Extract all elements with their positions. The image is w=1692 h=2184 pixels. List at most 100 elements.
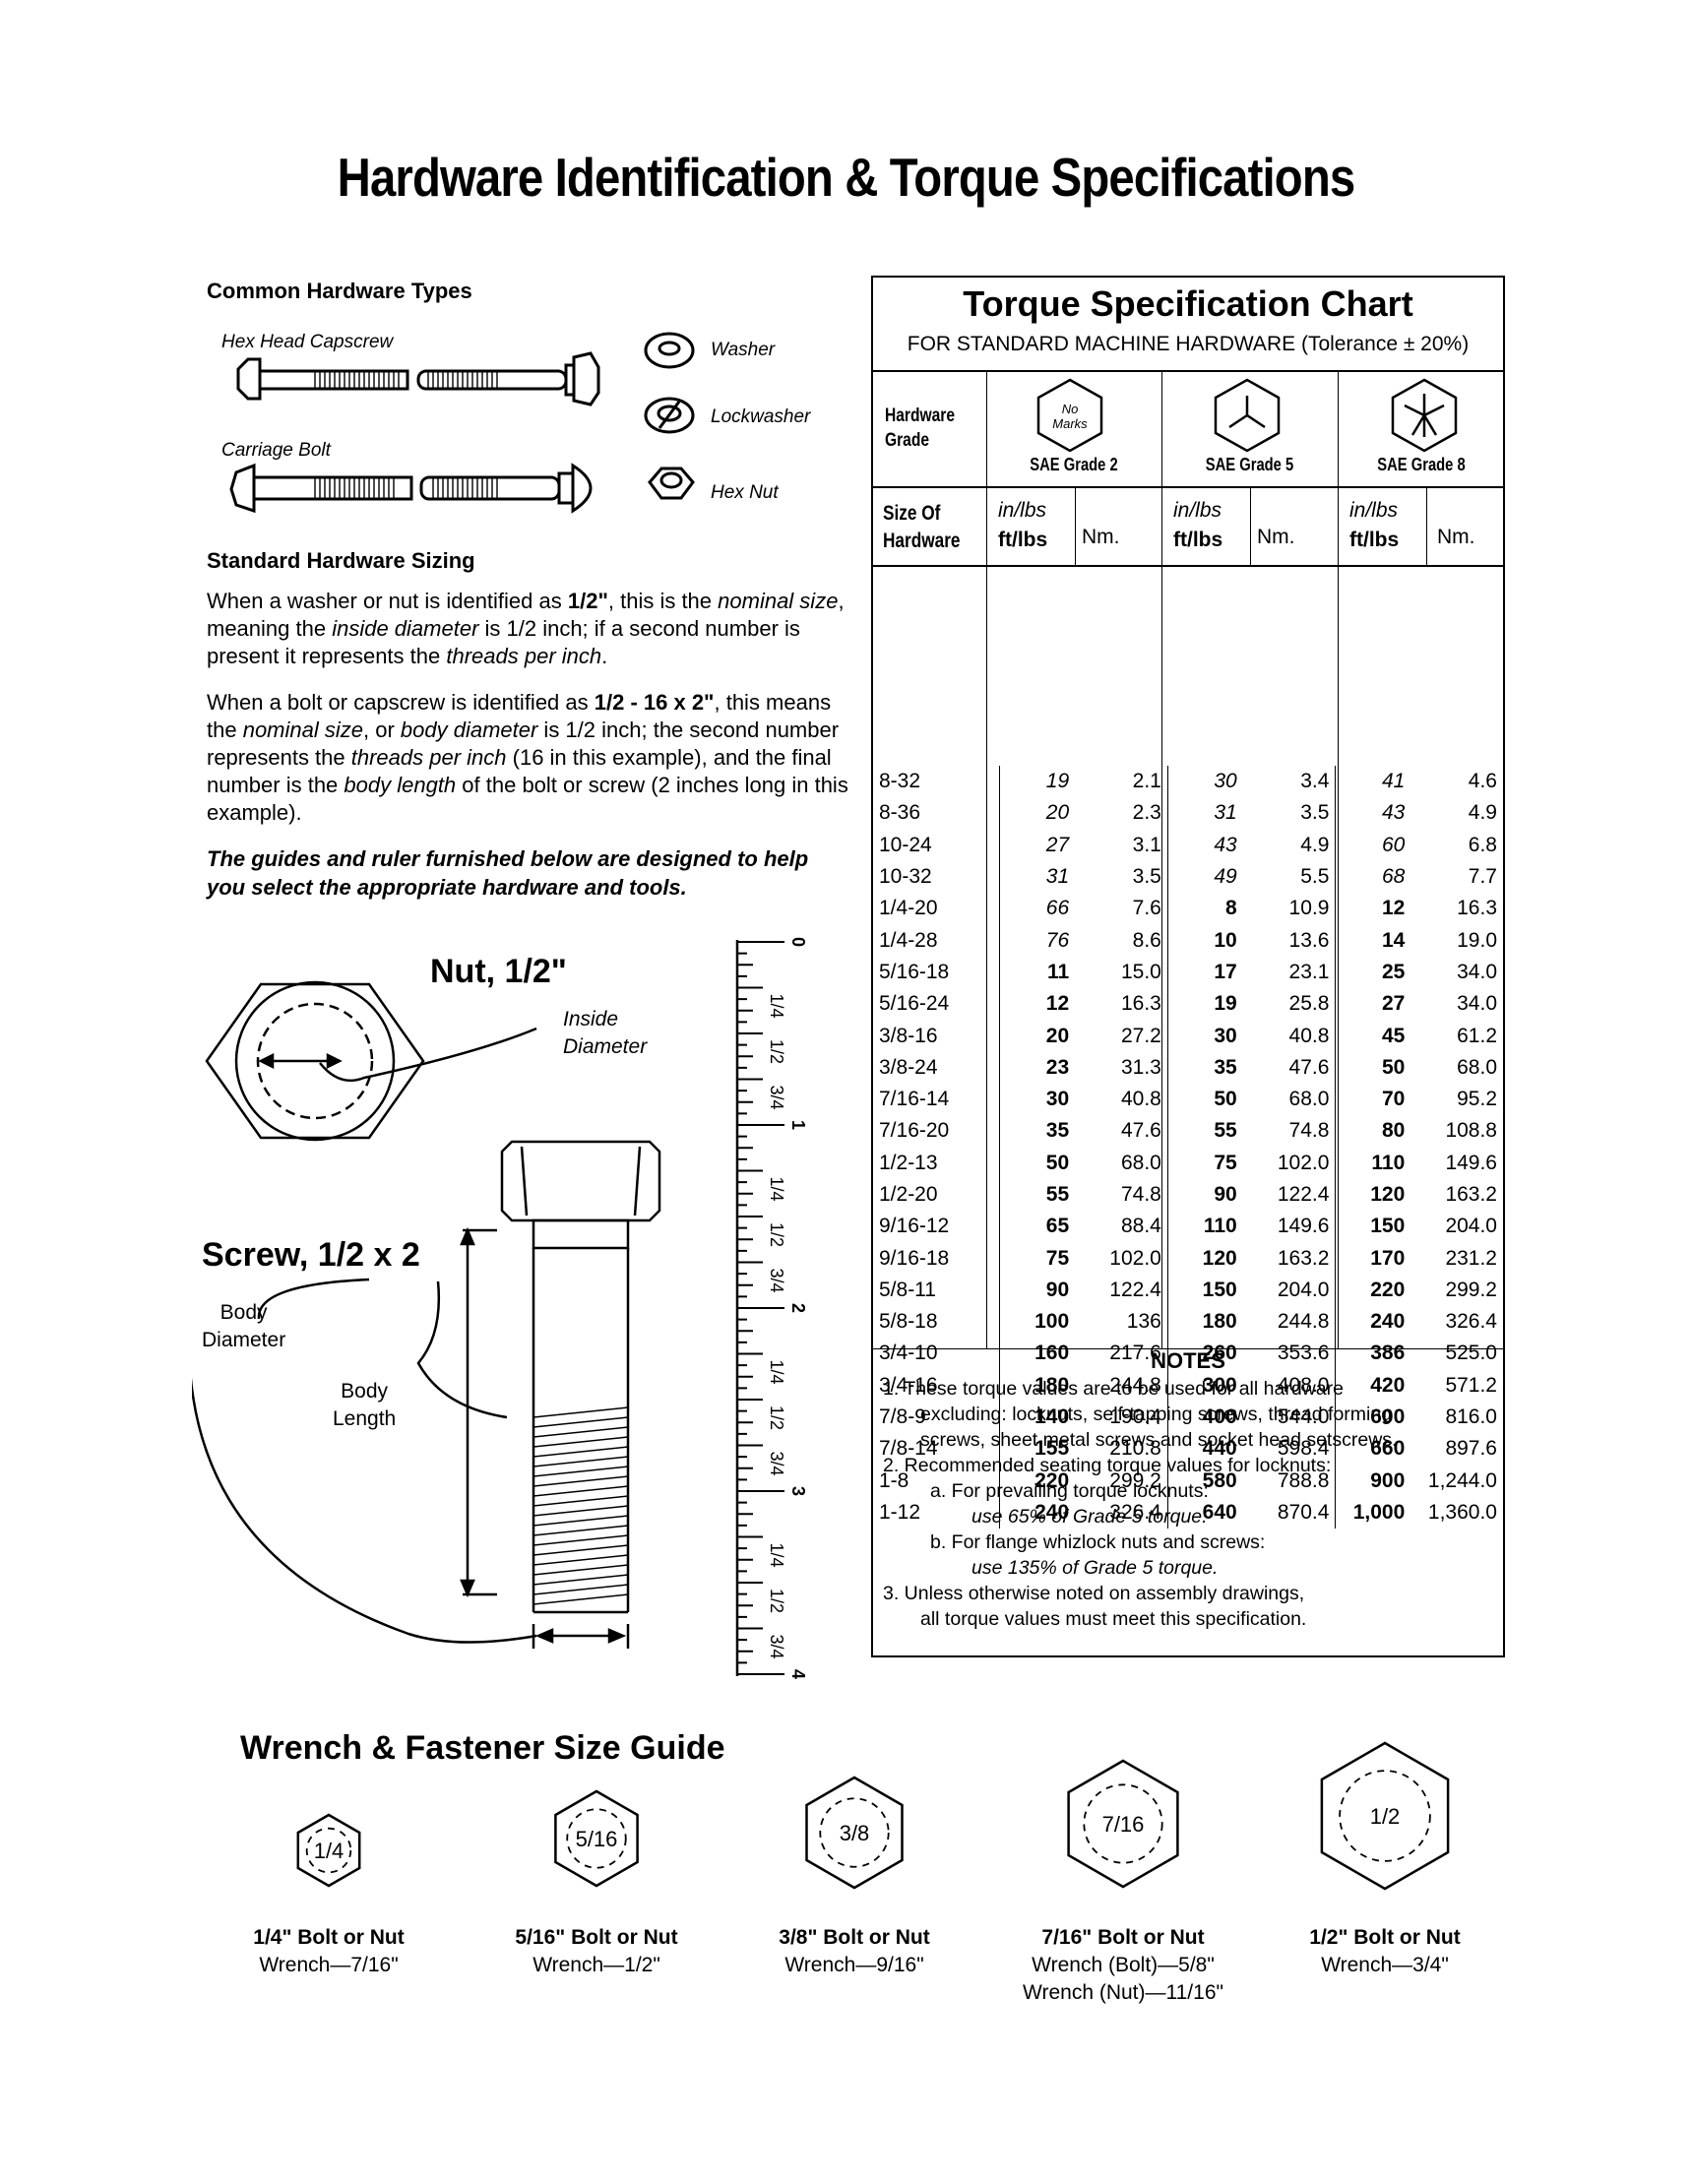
table-cell-g5nm: 74.8	[1288, 1119, 1330, 1143]
table-cell-g8: 80	[1335, 1115, 1411, 1148]
table-cell-g8nm: 163.2	[1445, 1183, 1497, 1206]
svg-text:No: No	[1062, 402, 1079, 416]
table-cell-g2: 66	[999, 893, 1076, 925]
hardware-types-illustration	[229, 351, 600, 514]
lockwasher-label: Lockwasher	[711, 406, 811, 427]
notes-list: 1. These torque values are to be used fo…	[883, 1378, 1398, 1630]
table-cell-g2nm: 7.6	[1132, 897, 1161, 920]
table-cell-size: 7/8-9	[879, 1405, 926, 1429]
washer-icon	[644, 332, 695, 369]
table-cell-g8nm: 149.6	[1445, 1151, 1497, 1174]
table-cell-g5nm: 25.8	[1288, 992, 1330, 1016]
table-cell-g8: 25	[1335, 956, 1411, 989]
table-cell-g2: 20	[999, 1020, 1076, 1052]
table-cell-g5nm: 4.9	[1300, 833, 1330, 856]
table-cell-g8nm: 204.0	[1445, 1215, 1497, 1238]
table-cell-g5nm: 788.8	[1277, 1468, 1330, 1492]
grade5-label: SAE Grade 5	[1205, 455, 1294, 474]
hardware-small-icons	[644, 332, 695, 500]
table-cell-g5nm: 149.6	[1277, 1215, 1330, 1238]
table-cell-g5: 10	[1166, 924, 1243, 957]
nut-label: Nut, 1/2"	[430, 953, 567, 990]
table-cell-g8: 600	[1335, 1401, 1411, 1434]
table-cell-g5nm: 13.6	[1288, 928, 1330, 952]
table-cell-g8nm: 571.2	[1445, 1373, 1497, 1397]
table-cell-size: 5/16-24	[879, 992, 950, 1016]
ruler-fraction-label: 3/4	[767, 1086, 786, 1110]
table-cell-g8nm: 7.7	[1468, 865, 1497, 889]
table-cell-g2nm: 326.4	[1109, 1500, 1161, 1524]
ruler-fraction-label: 1/2	[767, 1589, 786, 1613]
table-cell-size: 3/4-16	[879, 1373, 938, 1397]
table-cell-g8: 150	[1335, 1211, 1411, 1243]
table-cell-g2: 20	[999, 797, 1076, 830]
ruler-fraction-label: 1/4	[767, 1360, 786, 1385]
table-cell-g8: 420	[1335, 1369, 1411, 1402]
table-cell-g2nm: 2.3	[1132, 801, 1161, 825]
table-cell-g5: 580	[1166, 1465, 1243, 1497]
table-cell-g8: 12	[1335, 893, 1411, 925]
table-cell-g8nm: 68.0	[1457, 1055, 1497, 1079]
table-cell-g2: 65	[999, 1211, 1076, 1243]
table-cell-g2: 76	[999, 924, 1076, 957]
table-cell-g8nm: 108.8	[1445, 1119, 1497, 1143]
table-cell-g5: 43	[1166, 829, 1243, 861]
table-cell-g2nm: 40.8	[1120, 1088, 1161, 1111]
table-cell-g2nm: 2.1	[1132, 770, 1161, 793]
table-cell-g8nm: 6.8	[1468, 833, 1497, 856]
table-cell-g5nm: 544.0	[1277, 1405, 1330, 1429]
table-cell-g8: 900	[1335, 1465, 1411, 1497]
table-cell-g8nm: 897.6	[1445, 1437, 1497, 1461]
grade8-label: SAE Grade 8	[1377, 455, 1466, 474]
hex-head-capscrew-icon	[236, 351, 600, 406]
notes-heading: NOTES	[1151, 1348, 1225, 1373]
table-cell-g2nm: 88.4	[1120, 1215, 1161, 1238]
wrench-guide-heading: Wrench & Fastener Size Guide	[240, 1729, 725, 1767]
table-cell-g8nm: 34.0	[1457, 960, 1497, 983]
page-title: Hardware Identification & Torque Specifi…	[337, 147, 1356, 208]
table-cell-g8: 110	[1335, 1147, 1411, 1179]
table-cell-g5: 49	[1166, 860, 1243, 894]
table-cell-g8nm: 4.6	[1468, 770, 1497, 793]
table-cell-g5: 31	[1166, 797, 1243, 830]
hex-nut-icon	[648, 467, 695, 500]
table-cell-g5: 17	[1166, 956, 1243, 989]
ruler-inch-label: 0	[788, 937, 808, 947]
table-cell-g2: 220	[999, 1465, 1076, 1497]
ruler-fraction-label: 1/4	[767, 994, 786, 1019]
table-cell-g5nm: 3.5	[1300, 801, 1330, 825]
table-cell-g2nm: 122.4	[1109, 1278, 1161, 1301]
hex-nut-label: Hex Nut	[711, 482, 779, 503]
inch-ruler: 01/41/23/411/41/23/421/41/23/431/41/23/4…	[735, 937, 808, 1679]
common-types-heading: Common Hardware Types	[207, 279, 472, 303]
table-cell-g2nm: 217.6	[1109, 1342, 1161, 1365]
ruler-fraction-label: 1/2	[767, 1405, 786, 1430]
screw-diagram-icon	[192, 1140, 661, 1649]
hex-size-icon: 1/2	[1320, 1741, 1450, 1891]
table-cell-g8: 170	[1335, 1242, 1411, 1275]
table-cell-g2: 180	[999, 1369, 1076, 1402]
washer-label: Washer	[711, 340, 776, 360]
table-cell-g2nm: 47.6	[1120, 1119, 1161, 1143]
torque-chart: Torque Specification Chart FOR STANDARD …	[871, 276, 1505, 1657]
ruler-inch-label: 1	[788, 1120, 808, 1130]
hex-size-icon: 1/4	[296, 1813, 361, 1888]
carriage-bolt-icon	[229, 463, 593, 514]
hex-size-text: 7/16	[1102, 1812, 1145, 1837]
table-cell-size: 1-8	[879, 1468, 909, 1492]
table-cell-g8nm: 231.2	[1445, 1246, 1497, 1270]
table-cell-g2nm: 27.2	[1120, 1024, 1161, 1047]
chart-title: Torque Specification Chart	[963, 283, 1413, 324]
